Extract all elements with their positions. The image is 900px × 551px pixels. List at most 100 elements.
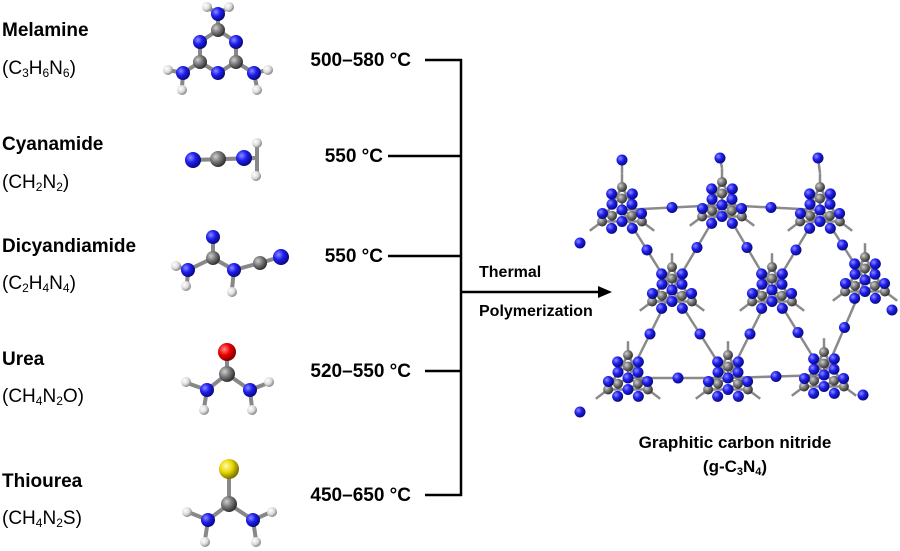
- gcn-nitrogen-atom: [676, 268, 688, 280]
- gcn-nitrogen-atom: [886, 304, 898, 316]
- process-label-thermal: Thermal: [479, 264, 542, 281]
- gcn-nitrogen-atom: [722, 372, 734, 384]
- gcn-nitrogen-atom: [838, 372, 850, 384]
- gcn-nitrogen-atom: [676, 278, 688, 290]
- gcn-nitrogen-atom: [626, 188, 638, 200]
- cyanamide-atoms: [185, 138, 262, 181]
- gcn-nitrogen-atom: [814, 204, 826, 216]
- product-formula: (g-C3N4): [702, 457, 768, 478]
- gcn-carbon-atom: [706, 205, 717, 216]
- gcn-nitrogen-atom: [666, 284, 678, 296]
- melamine-atoms: [163, 2, 273, 95]
- gcn-nitrogen-atom: [606, 188, 618, 200]
- gcn-nitrogen-atom: [694, 328, 706, 340]
- gcn-nitrogen-atom: [804, 188, 816, 200]
- temp-thiourea: 450–650 °C: [310, 485, 411, 506]
- gcn-carbon-atom: [623, 350, 633, 360]
- gcn-carbon-atom: [667, 273, 677, 284]
- gcn-carbon-atom: [849, 280, 860, 291]
- gcn-nitrogen-atom: [742, 375, 754, 387]
- precursor-formula-dicyandiamide: (C2H4N4): [2, 273, 76, 295]
- gcn-bond: [671, 203, 723, 209]
- precursor-name-urea: Urea: [2, 349, 45, 370]
- gcn-nitrogen-atom: [746, 287, 758, 299]
- gcn-carbon-atom: [799, 381, 810, 392]
- gcn-nitrogen-atom: [756, 268, 768, 280]
- gcn-bond: [621, 206, 673, 212]
- gcn-nitrogen-atom: [812, 152, 824, 164]
- gcn-nitrogen-atom: [818, 381, 830, 392]
- gcn-carbon-atom: [804, 210, 815, 221]
- gcn-carbon-atom: [633, 378, 644, 389]
- gcn-nitrogen-atom: [849, 258, 861, 270]
- gcn-nitrogen-atom: [732, 390, 744, 402]
- gcn-nitrogen-atom: [714, 152, 726, 164]
- gcn-carbon-atom: [697, 211, 708, 222]
- gcn-nitrogen-atom: [776, 268, 788, 280]
- gcn-nitrogen-atom: [706, 217, 718, 229]
- gcn-carbon-atom: [795, 216, 806, 227]
- gcn-nitrogen-atom: [612, 390, 624, 402]
- gcn-nitrogen-atom: [824, 222, 836, 234]
- gcn-nitrogen-atom: [869, 258, 881, 270]
- gcn-nitrogen-atom: [616, 216, 628, 227]
- gcn-nitrogen-atom: [808, 363, 820, 375]
- gcn-nitrogen-atom: [612, 356, 624, 368]
- gcn-carbon-atom: [815, 182, 825, 192]
- gcn-carbon-atom: [870, 280, 881, 291]
- gcn-carbon-atom: [767, 262, 777, 272]
- gcn-carbon-atom: [747, 296, 758, 307]
- gcn-carbon-atom: [834, 216, 845, 227]
- gcn-bond: [727, 375, 777, 380]
- gcn-nitrogen-atom: [672, 372, 684, 384]
- temp-urea: 520–550 °C: [310, 361, 411, 382]
- gcn-nitrogen-atom: [676, 302, 688, 314]
- gcn-bond: [770, 206, 821, 212]
- gcn-nitrogen-atom: [656, 302, 668, 314]
- gcn-nitrogen-atom: [632, 390, 644, 402]
- gcn-carbon-atom: [677, 290, 688, 301]
- gcn-nitrogen-atom: [666, 202, 678, 213]
- gcn-nitrogen-atom: [622, 384, 634, 395]
- gcn-nitrogen-atom: [766, 296, 778, 307]
- gcn-nitrogen-atom: [644, 328, 656, 340]
- thiourea-atoms: [182, 459, 277, 547]
- gcn-nitrogen-atom: [804, 222, 816, 234]
- gcn-carbon-atom: [815, 193, 825, 204]
- gcn-nitrogen-atom: [726, 183, 738, 195]
- gcn-carbon-atom: [860, 263, 870, 274]
- gcn-nitrogen-atom: [756, 302, 768, 314]
- gcn-carbon-atom: [642, 384, 653, 395]
- gcn-carbon-atom: [717, 177, 727, 187]
- gcn-nitrogen-atom: [808, 387, 820, 399]
- gcn-nitrogen-atom: [716, 199, 728, 211]
- gcn-nitrogen-atom: [626, 222, 638, 234]
- gcn-nitrogen-atom: [859, 274, 871, 286]
- gcn-carbon-atom: [819, 358, 829, 369]
- urea-atoms: [181, 343, 274, 415]
- gcn-carbon-atom: [786, 296, 797, 307]
- temp-cyanamide: 550 °C: [324, 146, 383, 167]
- gcn-nitrogen-atom: [574, 237, 586, 249]
- precursor-formula-cyanamide: (CH2N2): [2, 172, 70, 194]
- gcn-nitrogen-atom: [818, 369, 830, 381]
- dicyandiamide-atoms: [171, 230, 289, 297]
- gcn-nitrogen-atom: [744, 328, 756, 340]
- gcn-nitrogen-atom: [602, 375, 614, 387]
- gcn-nitrogen-atom: [798, 372, 810, 384]
- gcn-nitrogen-atom: [706, 183, 718, 195]
- gcn-carbon-atom: [777, 290, 788, 301]
- gcn-nitrogen-atom: [828, 353, 840, 365]
- gcn-nitrogen-atom: [646, 287, 658, 299]
- gcn-carbon-atom: [667, 262, 677, 272]
- gcn-nitrogen-atom: [686, 287, 698, 299]
- process-label-polymerization: Polymerization: [479, 303, 593, 320]
- gcn-carbon-atom: [860, 252, 870, 262]
- gcn-nitrogen-atom: [722, 384, 734, 395]
- gcn-nitrogen-atom: [786, 287, 798, 299]
- gcn-carbon-atom: [647, 296, 658, 307]
- gcn-bond: [626, 333, 652, 379]
- gcn-nitrogen-atom: [626, 198, 638, 210]
